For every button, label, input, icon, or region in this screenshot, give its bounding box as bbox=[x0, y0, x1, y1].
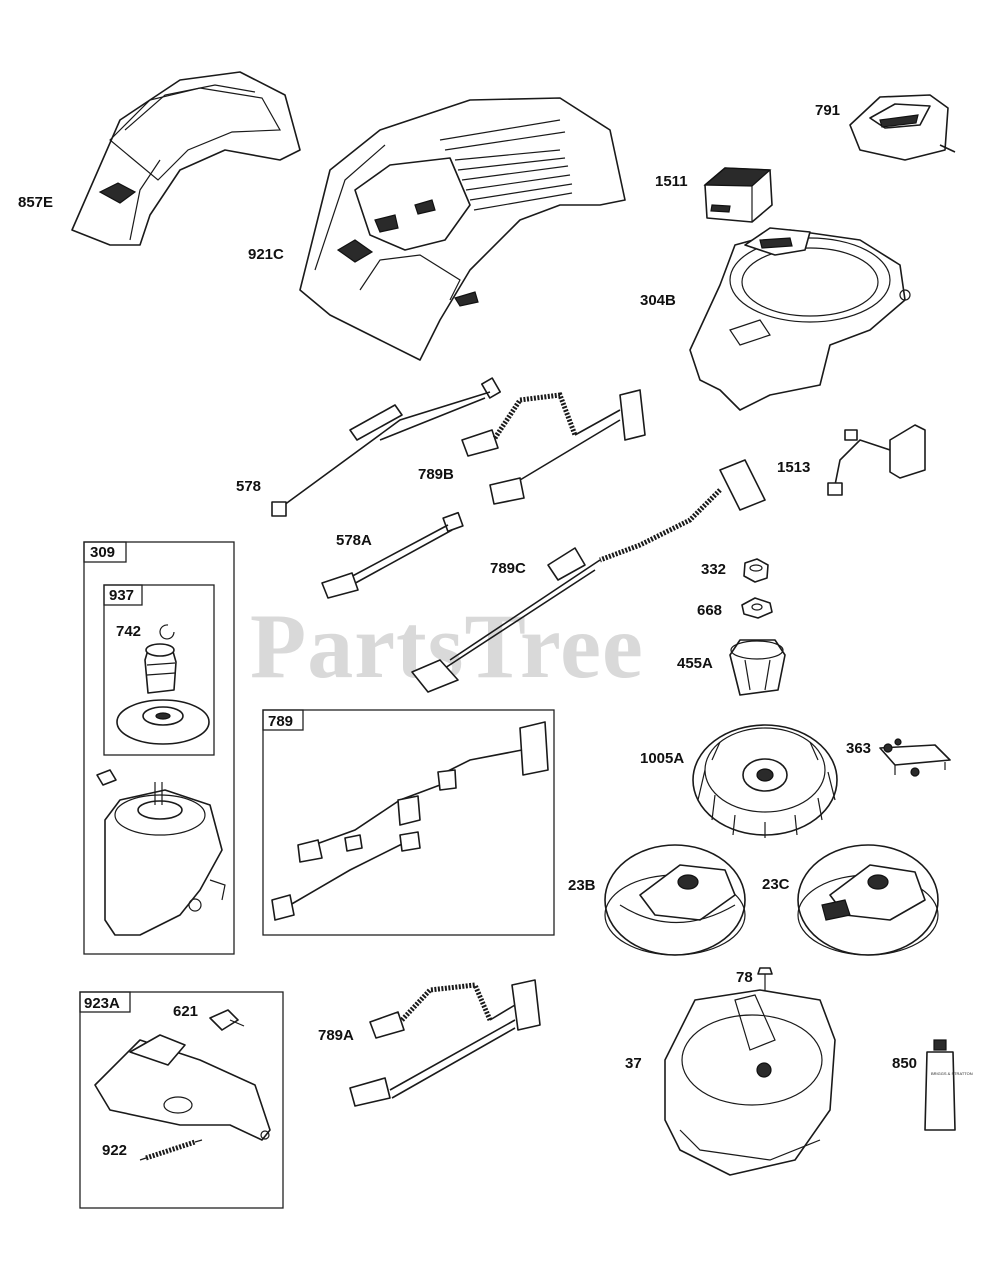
part-304b-base[interactable] bbox=[689, 227, 911, 411]
part-starter-gear[interactable] bbox=[116, 643, 210, 745]
part-1513-module[interactable] bbox=[827, 424, 926, 496]
housing-fins bbox=[439, 119, 573, 211]
callout-labels: 857E 921C 791 1511 304B 578 789B 1513 57… bbox=[18, 102, 917, 1159]
callout-789c: 789C bbox=[490, 560, 526, 577]
callout-578a: 578A bbox=[336, 532, 372, 549]
tube-label: BRIGGS & STRATTON bbox=[931, 1071, 973, 1076]
box-label-923a: 923A bbox=[84, 995, 120, 1012]
box-label-937: 937 bbox=[109, 587, 134, 604]
callout-363: 363 bbox=[846, 740, 871, 757]
part-78-screw[interactable] bbox=[757, 967, 773, 992]
callout-791: 791 bbox=[815, 102, 840, 119]
part-starter-motor[interactable] bbox=[96, 769, 226, 936]
part-789-harness-kit[interactable] bbox=[271, 721, 549, 921]
callout-23c: 23C bbox=[762, 876, 790, 893]
part-37-backplate[interactable] bbox=[664, 989, 836, 1176]
box-label-789: 789 bbox=[268, 713, 293, 730]
callout-789b: 789B bbox=[418, 466, 454, 483]
part-23b-alternator[interactable] bbox=[604, 844, 746, 956]
part-789c-harness[interactable] bbox=[411, 459, 766, 693]
box-937-tag bbox=[103, 584, 143, 606]
callout-78: 78 bbox=[736, 969, 753, 986]
callout-332: 332 bbox=[701, 561, 726, 578]
callout-1513: 1513 bbox=[777, 459, 810, 476]
callout-857e: 857E bbox=[18, 194, 53, 211]
callout-742: 742 bbox=[116, 623, 141, 640]
part-668-washer[interactable] bbox=[741, 597, 773, 619]
part-578-wire[interactable] bbox=[271, 377, 501, 517]
callout-455a: 455A bbox=[677, 655, 713, 672]
part-789b-harness[interactable] bbox=[461, 389, 646, 505]
part-455a-cup[interactable] bbox=[729, 639, 786, 696]
part-791-charger[interactable] bbox=[849, 94, 956, 161]
part-742-clip[interactable] bbox=[159, 624, 175, 640]
part-1511-battery[interactable] bbox=[703, 167, 773, 223]
callout-23b: 23B bbox=[568, 877, 596, 894]
part-621-clip[interactable] bbox=[209, 1009, 245, 1031]
part-332-nut[interactable] bbox=[743, 558, 769, 583]
callout-304b: 304B bbox=[640, 292, 676, 309]
part-921-control-bracket[interactable] bbox=[94, 1034, 271, 1141]
callout-789a: 789A bbox=[318, 1027, 354, 1044]
callout-1511: 1511 bbox=[655, 173, 688, 190]
box-923a-tag bbox=[79, 991, 131, 1013]
callout-37: 37 bbox=[625, 1055, 642, 1072]
part-1005a-flywheel[interactable] bbox=[692, 724, 838, 838]
part-922-spring[interactable] bbox=[139, 1139, 203, 1161]
box-789-tag bbox=[262, 709, 304, 731]
box-789 bbox=[262, 709, 555, 936]
box-309-tag bbox=[83, 541, 127, 563]
part-363-bracket[interactable] bbox=[879, 738, 951, 777]
box-937 bbox=[103, 584, 215, 756]
callout-1005a: 1005A bbox=[640, 750, 684, 767]
callout-668: 668 bbox=[697, 602, 722, 619]
box-label-309: 309 bbox=[90, 544, 115, 561]
part-789a-harness[interactable] bbox=[349, 979, 541, 1107]
callout-850: 850 bbox=[892, 1055, 917, 1072]
box-923a bbox=[79, 991, 284, 1209]
box-309 bbox=[83, 541, 235, 955]
callout-921c: 921C bbox=[248, 246, 284, 263]
callout-621: 621 bbox=[173, 1003, 198, 1020]
callout-922: 922 bbox=[102, 1142, 127, 1159]
part-23c-alternator[interactable] bbox=[797, 844, 939, 956]
part-857e-cover[interactable] bbox=[71, 71, 301, 246]
part-921c-housing[interactable] bbox=[299, 97, 626, 361]
flywheel-fins bbox=[697, 741, 836, 838]
part-578a-wire[interactable] bbox=[321, 511, 464, 599]
part-850-sealant-tube[interactable]: BRIGGS & STRATTON bbox=[924, 1039, 973, 1131]
callout-578: 578 bbox=[236, 478, 261, 495]
